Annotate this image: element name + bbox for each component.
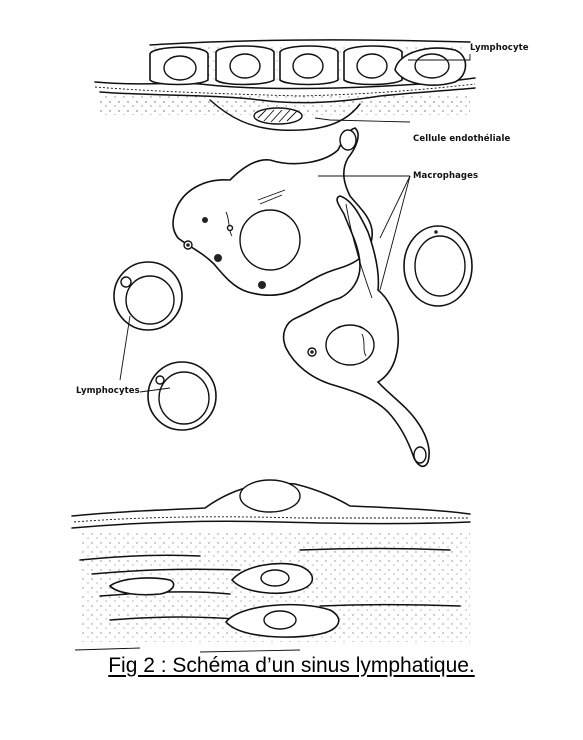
leader-lines [119, 54, 471, 393]
lymphocyte-right [403, 225, 473, 307]
lymphocytes-left-group [113, 261, 217, 431]
label-lymphocyte: Lymphocyte [470, 43, 529, 53]
endothelial-nucleus [253, 107, 303, 125]
macrophage-right [282, 195, 430, 468]
label-macrophages: Macrophages [413, 171, 479, 181]
bottom-wall [71, 479, 471, 653]
label-cellule-endotheliale: Cellule endothéliale [413, 134, 511, 144]
label-lymphocytes: Lymphocytes [76, 386, 140, 396]
top-lymphocyte-row [149, 45, 467, 86]
figure-caption: Fig 2 : Schéma d’un sinus lymphatique. [108, 654, 475, 677]
macrophage-large [172, 127, 373, 297]
